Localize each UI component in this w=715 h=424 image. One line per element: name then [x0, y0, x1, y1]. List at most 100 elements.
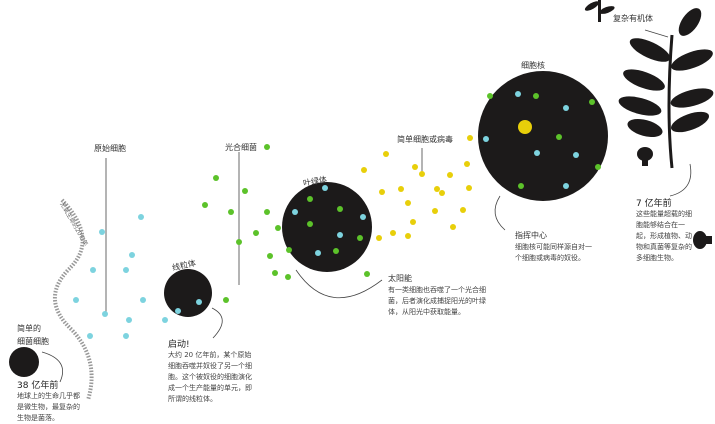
green-dot [223, 297, 229, 303]
dragonfly-icon [584, 0, 615, 22]
green-dot [264, 144, 270, 150]
note-38bya-text: 地球上的生命几乎都是微生物，最复杂的生物是菌落。 [17, 392, 80, 422]
yellow-dot [405, 233, 411, 239]
cyan-dot [90, 267, 96, 273]
pointer-line-complex [644, 29, 669, 38]
cyan-dot [563, 183, 569, 189]
green-dot [364, 271, 370, 277]
green-dot [236, 239, 242, 245]
green-dot [556, 134, 562, 140]
yellow-dot [450, 224, 456, 230]
cyan-dot [123, 333, 129, 339]
cyan-dot [292, 209, 298, 215]
cyan-dot [315, 250, 321, 256]
green-dot [242, 188, 248, 194]
green-dot [285, 274, 291, 280]
green-dot [595, 164, 601, 170]
yellow-dot [466, 185, 472, 191]
yellow-dot [434, 186, 440, 192]
green-dot [589, 99, 595, 105]
green-dot [286, 247, 292, 253]
cyan-dot [563, 105, 569, 111]
nucleus-cell [478, 71, 608, 201]
cyan-dot [126, 317, 132, 323]
green-dot [228, 209, 234, 215]
label-photosynthetic-bacteria: 光合细菌 [225, 143, 257, 152]
arrow-nucleus [494, 195, 506, 231]
green-dot [272, 270, 278, 276]
green-dot [533, 93, 539, 99]
green-dot [307, 221, 313, 227]
yellow-dot [447, 172, 453, 178]
note-command-title: 指挥中心 [515, 231, 547, 240]
cyan-dot [123, 267, 129, 273]
yellow-dot [361, 167, 367, 173]
cyan-dot [99, 229, 105, 235]
green-dot [518, 183, 524, 189]
note-start-text: 大约 20 亿年前，某个原始细胞吞噬并奴役了另一个细胞。这个被奴役的细胞演化成一… [168, 351, 252, 403]
green-dot [275, 225, 281, 231]
cyan-dot [534, 150, 540, 156]
mitochondria-cell [164, 269, 212, 317]
note-solar-text: 有一类细胞也吞噬了一个光合细菌，后者演化成捕捉阳光的叶绿体，从阳光中获取能量。 [388, 286, 486, 316]
cyan-dot [162, 317, 168, 323]
yellow-dot [383, 151, 389, 157]
green-dot [213, 175, 219, 181]
cyan-dot [102, 311, 108, 317]
yellow-dot [405, 200, 411, 206]
yellow-dot [464, 161, 470, 167]
leaf-icon [618, 8, 714, 169]
label-complex-organisms: 复杂有机体 [613, 14, 653, 23]
small-organism-icon [693, 231, 712, 249]
cyan-dot [483, 136, 489, 142]
yellow-dot [398, 186, 404, 192]
cyan-dot [196, 299, 202, 305]
green-dot [357, 235, 363, 241]
cyan-dot [129, 252, 135, 258]
nucleus-core [518, 120, 532, 134]
label-nucleus: 细胞核 [521, 61, 545, 70]
note-7mya-title: 7 亿年前 [636, 199, 672, 209]
yellow-dot [390, 230, 396, 236]
note-start-title: 启动! [168, 340, 190, 350]
cyan-dot [337, 232, 343, 238]
yellow-dot [410, 219, 416, 225]
green-dot [267, 253, 273, 259]
green-dot [333, 248, 339, 254]
yellow-dot [376, 235, 382, 241]
green-dot [487, 93, 493, 99]
yellow-dot [439, 190, 445, 196]
yellow-dot [419, 171, 425, 177]
note-command-text: 细胞核可能同样源自对一个细胞或病毒的奴役。 [515, 243, 592, 262]
green-dot [202, 202, 208, 208]
cyan-dot [140, 297, 146, 303]
green-dot [307, 196, 313, 202]
cyan-dot [87, 333, 93, 339]
arrow-leaf [669, 163, 692, 197]
label-simple-bacteria: 简单的 细菌细胞 [17, 324, 49, 346]
chloroplast-cell [282, 182, 372, 272]
yellow-dot [432, 208, 438, 214]
cyan-dot [515, 91, 521, 97]
label-simple-cell-or-virus: 简单细胞或病毒 [397, 135, 453, 144]
bacteria-cell [9, 347, 39, 377]
note-solar-title: 太阳能 [388, 274, 412, 283]
yellow-dot [379, 189, 385, 195]
cyan-dot [73, 297, 79, 303]
green-dot [264, 209, 270, 215]
cyan-dot [175, 308, 181, 314]
yellow-dot [460, 207, 466, 213]
cyan-dot [360, 214, 366, 220]
green-dot [337, 206, 343, 212]
green-dot [253, 230, 259, 236]
cyan-dot [138, 214, 144, 220]
arrow-mitochondria [211, 307, 223, 339]
arrow-bacteria [41, 351, 64, 383]
note-38bya-title: 38 亿年前 [17, 381, 59, 391]
mushroom-icon [637, 147, 653, 166]
note-7mya-text: 这些能量超载的细胞能够结合在一起，形成植物、动物和真菌等复杂的多细胞生物。 [636, 210, 692, 262]
label-primitive-cell: 原始细胞 [94, 144, 126, 153]
cyan-dot [322, 185, 328, 191]
